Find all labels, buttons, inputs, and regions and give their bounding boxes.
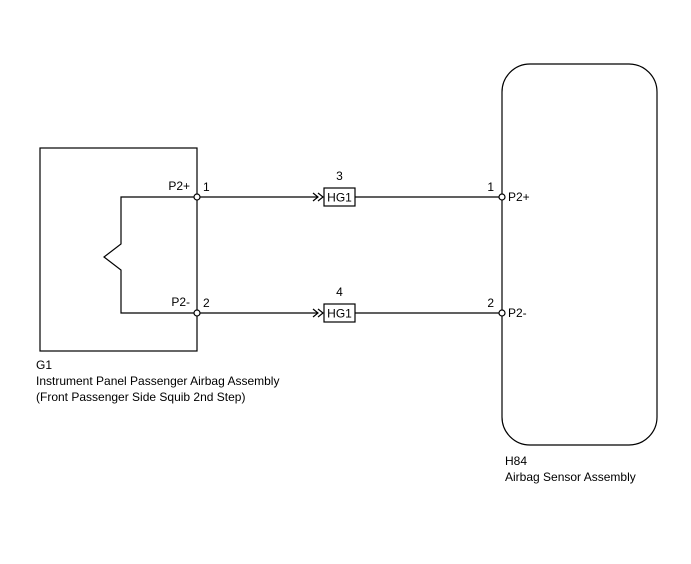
connector-top-label: HG1 bbox=[327, 191, 352, 205]
connector-chevron-top-1 bbox=[312, 192, 319, 202]
connector-chevron-top-2 bbox=[317, 192, 324, 202]
h84-name: Airbag Sensor Assembly bbox=[505, 470, 636, 484]
g1-component-box bbox=[39, 147, 198, 352]
h84-code: H84 bbox=[505, 454, 527, 468]
h84-pin1-name: P2+ bbox=[508, 190, 530, 204]
h84-pin2-number: 2 bbox=[487, 296, 494, 310]
g1-pin2-terminal bbox=[193, 309, 201, 317]
connector-chevron-bottom-2 bbox=[317, 308, 324, 318]
h84-pin1-terminal bbox=[498, 193, 506, 201]
connector-bottom-pin: 4 bbox=[336, 285, 343, 299]
h84-component-box bbox=[501, 63, 658, 446]
h84-pin2-name: P2- bbox=[508, 306, 527, 320]
g1-name: Instrument Panel Passenger Airbag Assemb… bbox=[36, 374, 279, 388]
g1-pin2-name: P2- bbox=[171, 295, 190, 309]
g1-pin1-name: P2+ bbox=[168, 179, 190, 193]
g1-pin1-terminal bbox=[193, 193, 201, 201]
g1-detail: (Front Passenger Side Squib 2nd Step) bbox=[36, 390, 245, 404]
connector-bottom-label: HG1 bbox=[327, 307, 352, 321]
g1-pin2-number: 2 bbox=[203, 296, 210, 310]
connector-chevron-bottom-1 bbox=[312, 308, 319, 318]
g1-squib-symbol bbox=[103, 196, 197, 314]
g1-code: G1 bbox=[36, 358, 52, 372]
h84-pin2-terminal bbox=[498, 309, 506, 317]
connector-top-pin: 3 bbox=[336, 169, 343, 183]
g1-pin1-number: 1 bbox=[203, 180, 210, 194]
h84-pin1-number: 1 bbox=[487, 180, 494, 194]
